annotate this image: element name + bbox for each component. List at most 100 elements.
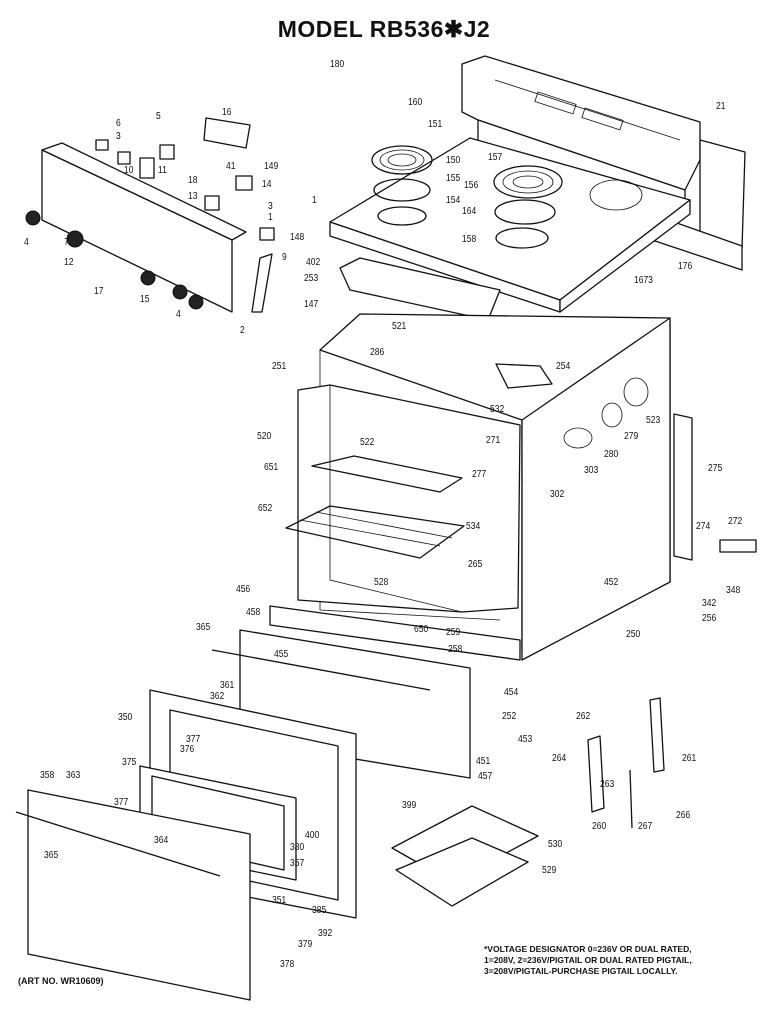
- voltage-notes: *VOLTAGE DESIGNATOR 0=236V OR DUAL RATED…: [484, 944, 764, 977]
- surface-units: [371, 145, 563, 249]
- drip-pan: [339, 257, 501, 321]
- part-label: 279: [624, 431, 639, 442]
- part-label: 522: [360, 437, 375, 448]
- note-line: 1=208V, 2=236V/PIGTAIL OR DUAL RATED PIG…: [484, 955, 692, 965]
- part-label: 266: [676, 810, 691, 821]
- part-label: 176: [678, 261, 693, 272]
- part-label: 274: [696, 521, 711, 532]
- part-label: 150: [446, 155, 461, 166]
- part-label: 9: [282, 252, 287, 263]
- part-label: 156: [464, 180, 479, 191]
- part-label: 180: [330, 59, 345, 70]
- part-label: 361: [220, 680, 235, 691]
- part-label: 12: [64, 257, 74, 268]
- part-label: 158: [462, 234, 477, 245]
- part-label: 520: [257, 431, 272, 442]
- part-label: 264: [552, 753, 567, 764]
- part-label: 286: [370, 347, 385, 358]
- part-label: 5: [156, 111, 161, 122]
- side-panel: [673, 413, 693, 561]
- part-label: 252: [502, 711, 517, 722]
- note-line: 3=208V/PIGTAIL-PURCHASE PIGTAIL LOCALLY.: [484, 966, 678, 976]
- switch-components: [95, 117, 275, 313]
- part-label: 147: [304, 299, 319, 310]
- part-label: 651: [264, 462, 279, 473]
- part-label: 377: [186, 734, 201, 745]
- part-label: 251: [272, 361, 287, 372]
- part-label: 17: [94, 286, 104, 297]
- part-label: 259: [446, 627, 461, 638]
- part-label: 41: [226, 161, 236, 172]
- part-label: 523: [646, 415, 661, 426]
- part-label: 148: [290, 232, 305, 243]
- part-label: 3: [268, 201, 273, 212]
- part-label: 452: [604, 577, 619, 588]
- part-label: 151: [428, 119, 443, 130]
- part-label: 277: [472, 469, 487, 480]
- part-label: 351: [272, 895, 287, 906]
- door-hinges: [587, 697, 665, 829]
- part-label: 378: [280, 959, 295, 970]
- part-label: 392: [318, 928, 333, 939]
- part-label: 400: [305, 830, 320, 841]
- part-label: 7: [64, 237, 69, 248]
- part-label: 1: [268, 212, 273, 223]
- part-label: 155: [446, 173, 461, 184]
- part-label: 267: [638, 821, 653, 832]
- part-label: 154: [446, 195, 461, 206]
- part-label: 350: [118, 712, 133, 723]
- part-label: 18: [188, 175, 198, 186]
- part-label: 365: [196, 622, 211, 633]
- part-label: 265: [468, 559, 483, 570]
- part-label: 402: [306, 257, 321, 268]
- part-label: 1: [312, 195, 317, 206]
- part-label: 250: [626, 629, 641, 640]
- part-label: 1673: [634, 275, 653, 286]
- part-label: 21: [716, 101, 726, 112]
- part-label: 280: [604, 449, 619, 460]
- part-label: 4: [176, 309, 181, 320]
- part-label: 377: [114, 797, 129, 808]
- part-label: 256: [702, 613, 717, 624]
- part-label: 375: [122, 757, 137, 768]
- part-label: 529: [542, 865, 557, 876]
- part-label: 16: [222, 107, 232, 118]
- part-label: 385: [312, 905, 327, 916]
- part-label: 271: [486, 435, 501, 446]
- oven-liner: [297, 384, 521, 613]
- part-label: 260: [592, 821, 607, 832]
- part-label: 357: [290, 858, 305, 869]
- part-label: 521: [392, 321, 407, 332]
- art-number: (ART NO. WR10609): [18, 976, 104, 986]
- model-title: MODEL RB536✱J2: [277, 16, 491, 42]
- part-label: 365: [44, 850, 59, 861]
- cooktop: [329, 137, 691, 313]
- terminal-block: [719, 539, 757, 553]
- part-label: 652: [258, 503, 273, 514]
- part-label: 650: [414, 624, 429, 635]
- part-label: 532: [490, 404, 505, 415]
- part-label: 2: [240, 325, 245, 336]
- part-label: 380: [290, 842, 305, 853]
- part-label: 455: [274, 649, 289, 660]
- part-label: 253: [304, 273, 319, 284]
- part-label: 164: [462, 206, 477, 217]
- range-body: [319, 313, 671, 661]
- part-label: 364: [154, 835, 169, 846]
- part-label: 451: [476, 756, 491, 767]
- part-label: 363: [66, 770, 81, 781]
- part-label: 15: [140, 294, 150, 305]
- part-label: 3: [116, 131, 121, 142]
- part-label: 399: [402, 800, 417, 811]
- part-label: 4: [24, 237, 29, 248]
- part-label: 258: [448, 644, 463, 655]
- part-label: 458: [246, 607, 261, 618]
- part-label: 379: [298, 939, 313, 950]
- part-label: 342: [702, 598, 717, 609]
- part-label: 362: [210, 691, 225, 702]
- part-label: 457: [478, 771, 493, 782]
- part-label: 534: [466, 521, 481, 532]
- part-label: 6: [116, 118, 121, 129]
